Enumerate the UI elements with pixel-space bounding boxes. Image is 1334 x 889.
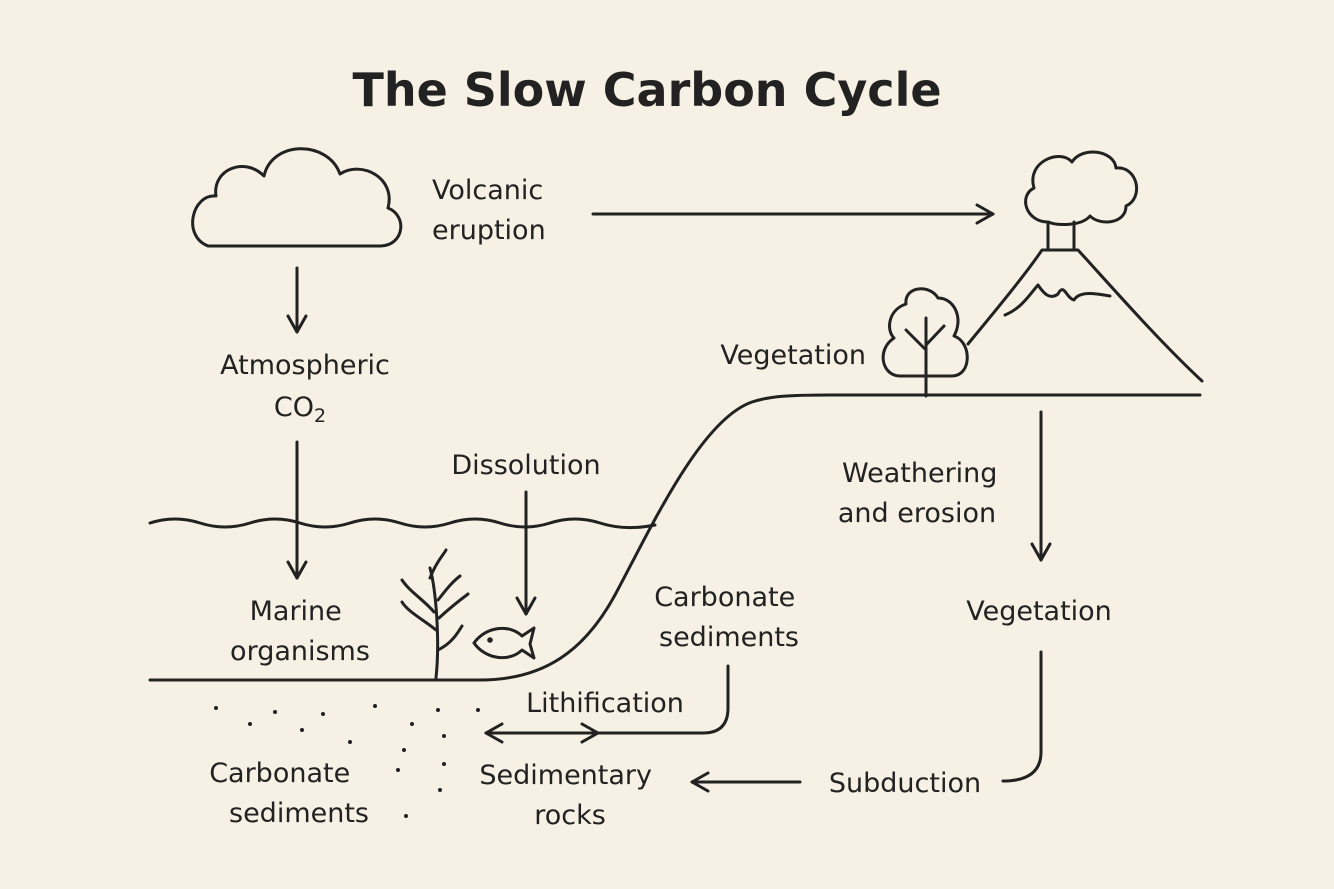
label-weathering-line2: and erosion xyxy=(838,498,996,529)
ocean-surface-wave xyxy=(148,517,657,530)
label-carbonate-sediments-right: Carbonate sediments xyxy=(654,582,804,653)
label-marine-line2: organisms xyxy=(230,636,370,667)
label-dissolution: Dissolution xyxy=(451,450,600,481)
label-carbonate-sediments-left: Carbonate sediments xyxy=(209,758,369,829)
label-sedimentary-rocks: Sedimentary rocks xyxy=(479,760,660,831)
arrow-subduction-path xyxy=(1001,650,1043,783)
label-carbonate-right-line2: sediments xyxy=(659,622,799,653)
label-vegetation-right: Vegetation xyxy=(966,596,1112,627)
label-carbonate-right-line1: Carbonate xyxy=(654,582,795,613)
label-co2-subscript: 2 xyxy=(314,405,326,427)
label-co2-base: CO xyxy=(274,392,314,423)
label-atmospheric-line1: Atmospheric xyxy=(220,350,390,381)
label-marine-line1: Marine xyxy=(250,596,342,627)
label-sedimentary-line2: rocks xyxy=(534,800,606,831)
label-volcanic-line2: eruption xyxy=(432,215,546,246)
label-co2: CO2 xyxy=(274,392,326,427)
label-weathering-erosion: Weathering and erosion xyxy=(838,458,1006,529)
ground-profile xyxy=(148,393,1202,682)
label-volcanic-eruption: Volcanic eruption xyxy=(432,175,552,246)
label-sedimentary-line1: Sedimentary xyxy=(479,760,652,791)
label-carbonate-left-line2: sediments xyxy=(229,798,369,829)
cloud-icon xyxy=(191,147,403,248)
label-atmospheric-co2: Atmospheric xyxy=(220,350,390,381)
label-carbonate-left-line1: Carbonate xyxy=(209,758,350,789)
label-subduction: Subduction xyxy=(829,768,981,799)
fish-icon xyxy=(472,626,536,660)
tree-icon xyxy=(881,287,969,398)
diagram-title: The Slow Carbon Cycle xyxy=(352,63,941,117)
label-lithification: Lithification xyxy=(526,688,684,719)
arrow-lithification xyxy=(484,664,730,744)
label-volcanic-line1: Volcanic xyxy=(432,175,543,206)
seaweed-icon xyxy=(400,548,470,680)
label-weathering-line1: Weathering xyxy=(842,458,997,489)
volcano-icon xyxy=(966,150,1204,383)
sediment-dots xyxy=(214,704,480,818)
label-vegetation-top: Vegetation xyxy=(720,340,866,371)
label-marine-organisms: Marine organisms xyxy=(230,596,370,667)
